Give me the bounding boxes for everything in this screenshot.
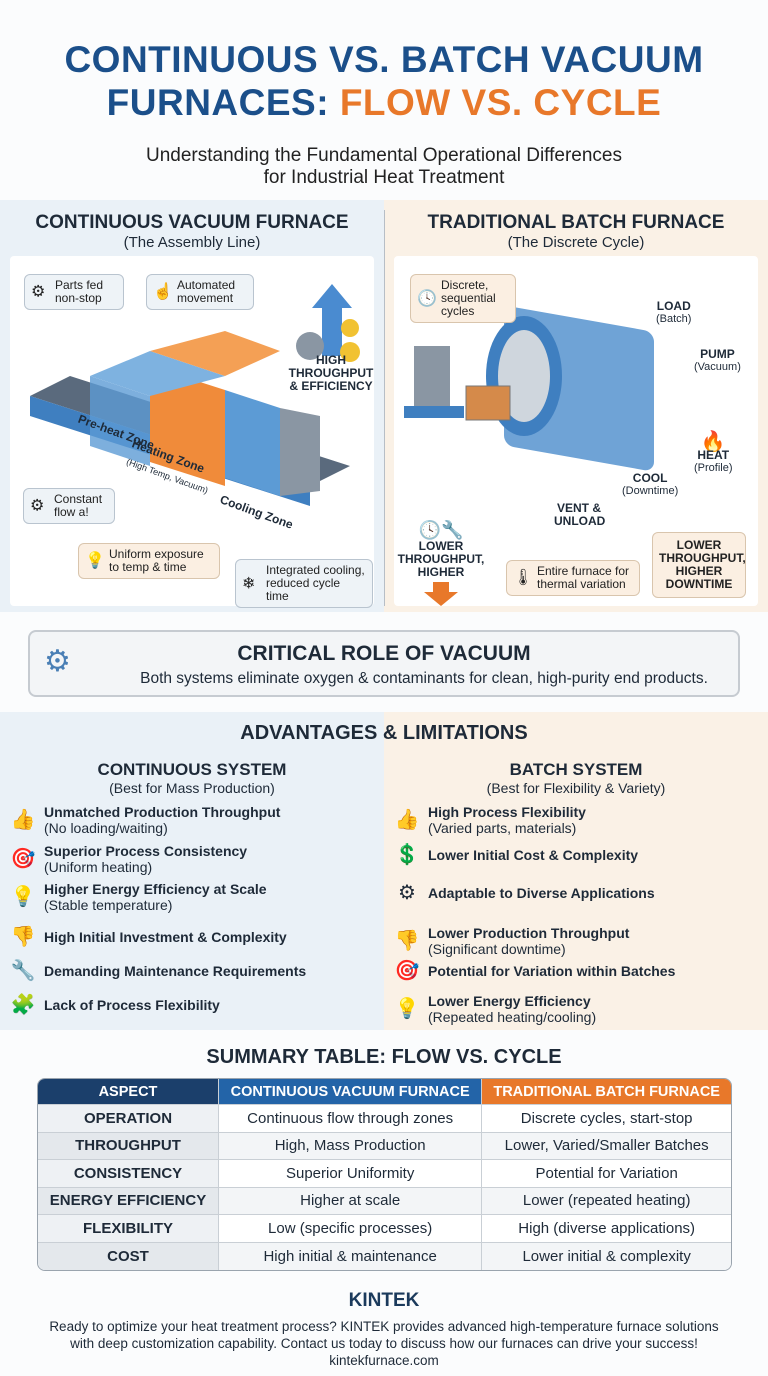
divider (384, 210, 385, 606)
thumbs-up-icon: 👍 (10, 809, 36, 831)
gears-icon: ⚙ (30, 497, 45, 515)
flame-icon: 🔥 (700, 431, 726, 453)
step-pump: PUMP(Vacuum) (694, 347, 741, 374)
lightbulb-icon: 💡 (85, 552, 105, 570)
vacuum-pump-icon: ⚙ (44, 645, 71, 678)
pointer-icon: ☝ (153, 283, 173, 301)
advantages-title: ADVANTAGES & LIMITATIONS (240, 722, 528, 744)
kintek-logo: KINTEK (348, 1290, 420, 1311)
batch-furnace-icon (404, 307, 654, 471)
thumbs-down-icon: 👎 (10, 926, 36, 948)
website-link[interactable]: kintekfurnace.com (329, 1353, 439, 1368)
subtitle: Understanding the Fundamental Operationa… (146, 145, 622, 188)
lightbulb-icon: 💡 (10, 886, 36, 908)
batch-panel: TRADITIONAL BATCH FURNACE(The Discrete C… (384, 200, 768, 612)
table-cell: Continuous flow through zones (219, 1105, 483, 1133)
hand-gear-icon: ⚙ (31, 283, 46, 301)
advantage-item: 💡Higher Energy Efficiency at Scale(Stabl… (10, 881, 267, 913)
table-cell: Discrete cycles, start-stop (482, 1105, 731, 1133)
footer: Ready to optimize your heat treatment pr… (0, 1318, 768, 1369)
advantage-item: 🎯Potential for Variation within Batches (394, 960, 676, 982)
callout-discrete: 🕓Discrete, sequential cycles (410, 274, 516, 323)
step-cool: COOL(Downtime) (622, 471, 679, 498)
callout-constant-flow: ⚙Constant flow a! (23, 488, 115, 524)
table-cell: CONSISTENCY (38, 1160, 219, 1188)
table-cell: ENERGY EFFICIENCY (38, 1187, 219, 1215)
continuous-panel: CONTINUOUS VACUUM FURNACE(The Assembly L… (0, 200, 384, 612)
table-cell: Lower, Varied/Smaller Batches (482, 1132, 731, 1160)
thermometer-icon: 🌡 (513, 569, 534, 587)
callout-uniform-exposure: 💡Uniform exposure to temp & time (78, 543, 220, 579)
step-heat: 🔥HEAT(Profile) (694, 431, 733, 474)
puzzle-icon: 🧩 (10, 994, 36, 1016)
table-cell: Low (specific processes) (219, 1215, 483, 1243)
advantage-item: 💲Lower Initial Cost & Complexity (394, 844, 639, 866)
cycle-clock-icon: 🕓 (417, 290, 437, 307)
table-cell: FLEXIBILITY (38, 1215, 219, 1243)
advantage-item: 💡Lower Energy Efficiency(Repeated heatin… (394, 993, 597, 1025)
lower-throughput-badge: 🕓🔧LOWER THROUGHPUT, HIGHER (396, 520, 486, 606)
advantage-item: 🔧Demanding Maintenance Requirements (10, 960, 307, 982)
high-throughput-badge: HIGH THROUGHPUT & EFFICIENCY (288, 353, 374, 393)
thumbs-up-icon: 👍 (394, 809, 420, 831)
target-icon: 🎯 (10, 848, 36, 870)
table-cell: High, Mass Production (219, 1132, 483, 1160)
snowflake-icon: ❄ (242, 575, 256, 592)
advantage-item: 🧩Lack of Process Flexibility (10, 994, 220, 1016)
advantage-item: 👎High Initial Investment & Complexity (10, 926, 287, 948)
continuous-advantages: CONTINUOUS SYSTEM(Best for Mass Producti… (0, 712, 384, 1030)
conveyor-furnace-illustration: HIGH THROUGHPUT & EFFICIENCY Pre-heat Zo… (10, 256, 374, 606)
callout-thermal: 🌡Entire furnace for thermal variation (506, 560, 640, 596)
advantage-item: 👍High Process Flexibility(Varied parts, … (394, 804, 586, 836)
callout-parts-fed: ⚙Parts fed non-stop (24, 274, 124, 310)
summary-title: SUMMARY TABLE: FLOW VS. CYCLE (206, 1046, 562, 1068)
clock-wrench-icon: 🕓🔧 (418, 520, 464, 540)
gear-icon: ⚙ (398, 882, 416, 904)
callout-integrated-cooling: ❄Integrated cooling, reduced cycle time (235, 559, 373, 608)
table-cell: OPERATION (38, 1105, 219, 1133)
table-cell: Lower (repeated heating) (482, 1187, 731, 1215)
step-load: LOAD(Batch) (656, 299, 692, 326)
vacuum-box: ⚙ CRITICAL ROLE OF VACUUM Both systems e… (28, 630, 740, 697)
table-cell: Superior Uniformity (219, 1160, 483, 1188)
tools-icon: 🔧 (10, 960, 36, 982)
lightbulb-icon: 💡 (394, 998, 420, 1020)
target-icon: 🎯 (394, 960, 420, 982)
coin-icon: 💲 (394, 844, 420, 866)
callout-automated: ☝Automated movement (146, 274, 254, 310)
table-cell: Potential for Variation (482, 1160, 731, 1188)
step-vent-unload: VENT & UNLOAD (554, 501, 606, 528)
advantage-item: 👍Unmatched Production Throughput(No load… (10, 804, 281, 836)
table-cell: Higher at scale (219, 1187, 483, 1215)
advantage-item: 👎Lower Production Throughput(Significant… (394, 925, 630, 957)
table-cell: High (diverse applications) (482, 1215, 731, 1243)
table-cell: Lower initial & complexity (482, 1242, 731, 1270)
table-cell: THROUGHPUT (38, 1132, 219, 1160)
advantage-item: ⚙Adaptable to Diverse Applications (398, 883, 655, 903)
summary-table: ASPECT CONTINUOUS VACUUM FURNACE TRADITI… (37, 1078, 732, 1271)
down-arrow-icon (424, 582, 458, 606)
page-title: CONTINUOUS VS. BATCH VACUUM FURNACES: FL… (64, 39, 704, 123)
batch-advantages: BATCH SYSTEM(Best for Flexibility & Vari… (384, 712, 768, 1030)
callout-downtime: LOWER THROUGHPUT, HIGHER DOWNTIME (652, 532, 746, 598)
table-cell: COST (38, 1242, 219, 1270)
thumbs-down-icon: 👎 (394, 930, 420, 952)
advantage-item: 🎯Superior Process Consistency(Uniform he… (10, 843, 248, 875)
conveyor-furnace-icon (30, 284, 360, 506)
table-cell: High initial & maintenance (219, 1242, 483, 1270)
